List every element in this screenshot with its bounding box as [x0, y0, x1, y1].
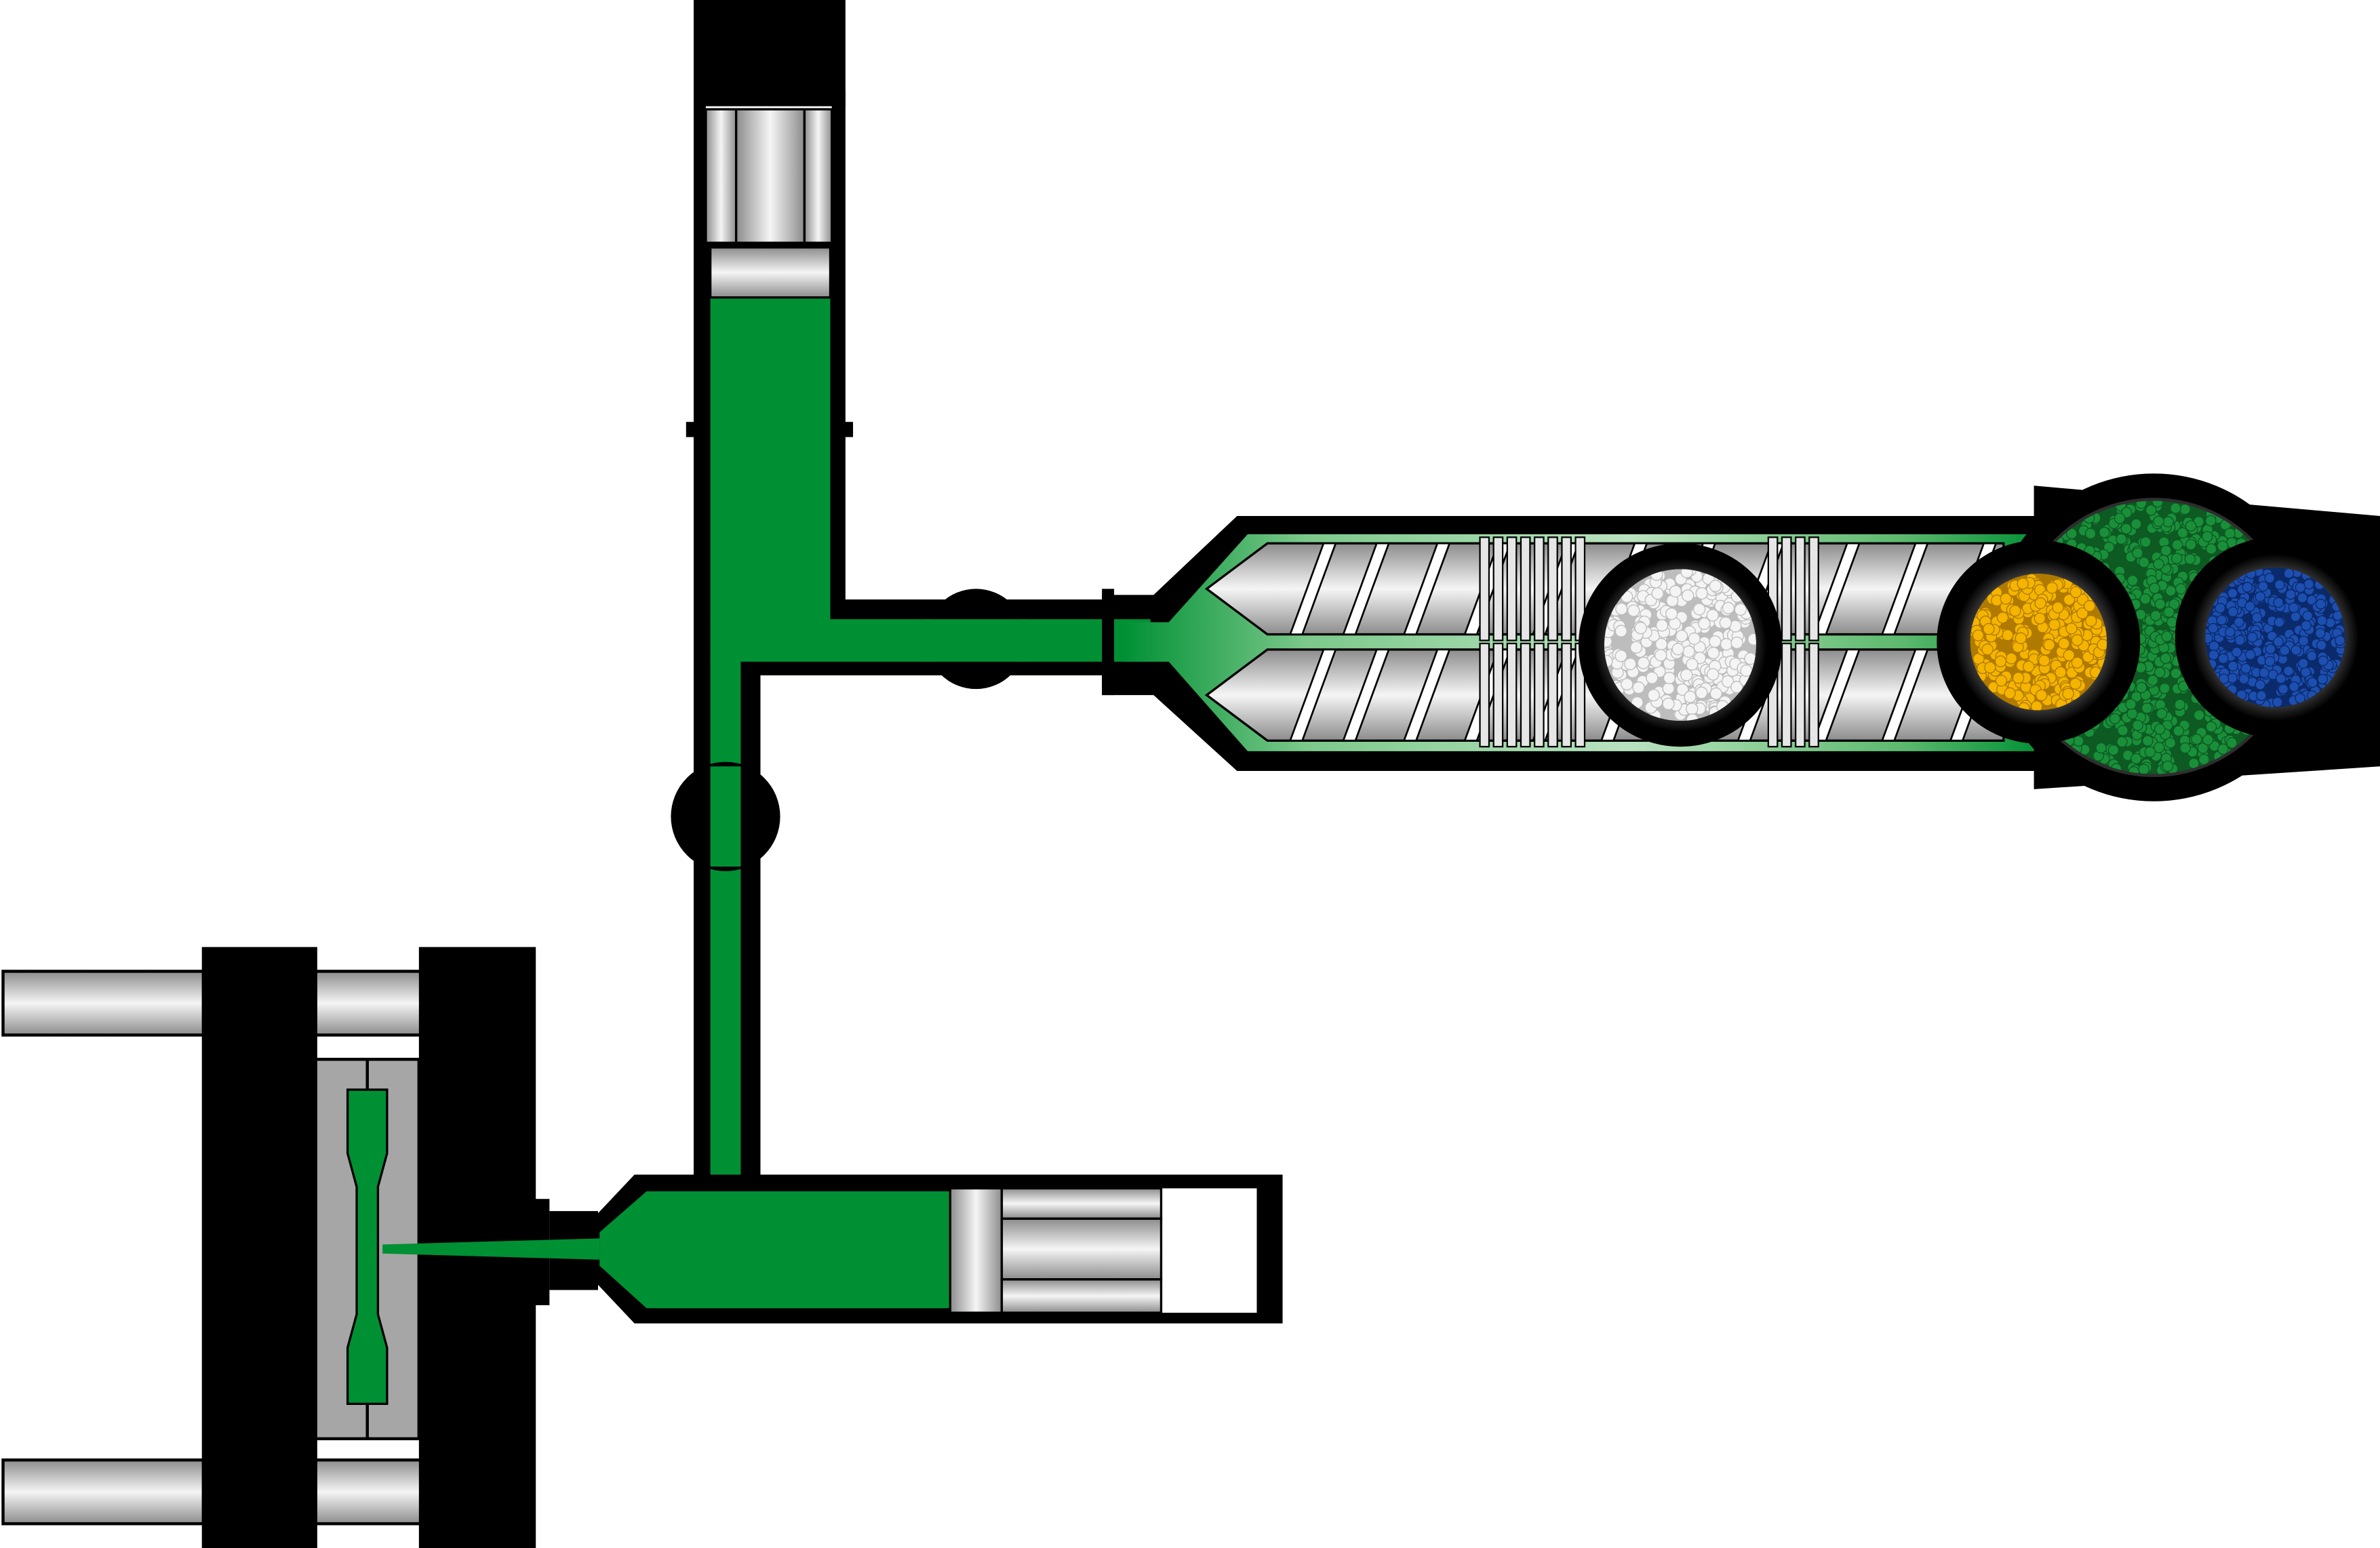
check-valve-vertical	[671, 761, 780, 871]
feed-hopper-yellow-pellets	[1937, 540, 2141, 744]
extruder-flange	[1102, 589, 1115, 696]
feed-hopper-blue-pellets	[2175, 537, 2376, 738]
feed-hopper-white-pellets	[1579, 543, 1783, 747]
clamp-tie-bars	[1, 970, 424, 1526]
tensile-specimen-cavity	[346, 1088, 389, 1406]
blue-pellets	[2205, 568, 2345, 708]
vertical-melt-accumulator-piston	[705, 106, 833, 299]
horizontal-injection-piston	[949, 1187, 1163, 1314]
white-pellets	[1604, 569, 1756, 721]
check-valve-horizontal	[926, 589, 1027, 690]
yellow-pellets	[1970, 574, 2107, 711]
mold-with-tensile-specimen	[314, 1058, 421, 1441]
